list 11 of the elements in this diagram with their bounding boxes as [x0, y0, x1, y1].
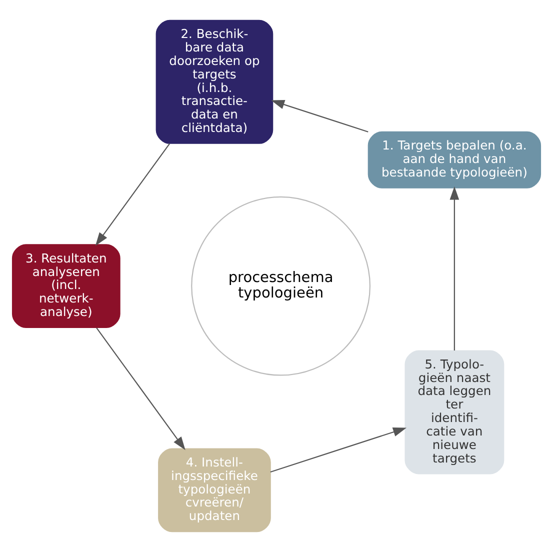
node-box: 5. Typolo- gieën naast data leggen ter identifi- catie van nieuwe targets: [404, 350, 504, 474]
node-box: 3. Resultaten analyseren (incl. netwerk- analyse): [12, 244, 120, 328]
node-box: 2. Beschik- bare data doorzoeken op targets (i.h.b. transactie- data en cliëntdata): [156, 19, 274, 144]
node-circle: processchema typologieën: [191, 196, 371, 376]
arrow: [95, 142, 170, 246]
arrow: [270, 426, 407, 472]
arrow: [450, 186, 460, 350]
arrow: [271, 99, 368, 132]
node-box: 1. Targets bepalen (o.a. aan de hand van bestaande typologieën): [368, 130, 542, 188]
node-box: 4. Instell- ingsspecifieke typologieën cvreëren/ updaten: [158, 448, 271, 532]
arrow: [96, 327, 186, 450]
